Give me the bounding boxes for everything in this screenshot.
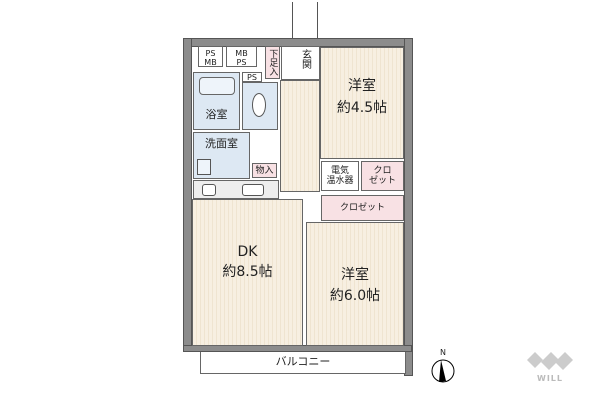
sink-icon bbox=[242, 184, 264, 196]
water-heater: 電気 温水器 bbox=[321, 161, 359, 191]
dk-name: DK bbox=[237, 244, 258, 260]
dk: DK 約8.5帖 bbox=[192, 199, 303, 346]
entrance-door bbox=[292, 2, 318, 38]
mb-ps-label: MB PS bbox=[235, 49, 248, 68]
shoe-closet-label: 下足入 bbox=[267, 49, 278, 76]
bathtub-icon bbox=[199, 77, 235, 95]
water-heater-label: 電気 温水器 bbox=[326, 166, 354, 187]
outer-wall-left bbox=[183, 38, 192, 350]
north-arrow-icon bbox=[431, 359, 455, 383]
closet-small-label: クロ ゼット bbox=[368, 166, 396, 187]
dk-size: 約8.5帖 bbox=[222, 264, 273, 280]
entrance-label: 玄関 bbox=[299, 49, 311, 69]
kitchen-counter bbox=[193, 180, 279, 199]
balcony-label: バルコニー bbox=[275, 355, 331, 368]
mb-ps: MB PS bbox=[226, 46, 257, 67]
closet: クロゼット bbox=[321, 195, 404, 221]
shoe-closet: 下足入 bbox=[265, 46, 280, 79]
hallway bbox=[280, 80, 320, 192]
outer-wall-bottom bbox=[183, 345, 412, 352]
western-room-2-size: 約6.0帖 bbox=[329, 288, 381, 304]
storage-label: 物入 bbox=[255, 166, 274, 176]
bath-label: 浴室 bbox=[205, 108, 228, 121]
balcony: バルコニー bbox=[200, 352, 406, 374]
will-logo-text: WILL bbox=[537, 374, 563, 383]
western-room-1-name: 洋室 bbox=[348, 78, 376, 94]
washroom-label: 洗面室 bbox=[205, 137, 238, 150]
compass-north-label: N bbox=[440, 348, 446, 357]
closet-small: クロ ゼット bbox=[361, 161, 404, 191]
washroom: 洗面室 bbox=[193, 132, 250, 179]
compass: N bbox=[430, 348, 456, 384]
will-logo: WILL bbox=[525, 348, 575, 388]
ps-small: PS bbox=[242, 72, 262, 82]
ps-mb-label: PS MB bbox=[204, 49, 217, 68]
washbasin-icon bbox=[197, 159, 211, 175]
ps-mb: PS MB bbox=[198, 46, 223, 67]
western-room-1-size: 約4.5帖 bbox=[336, 100, 388, 116]
storage: 物入 bbox=[252, 163, 277, 178]
western-room-2-name: 洋室 bbox=[341, 267, 369, 283]
ps-label: PS bbox=[247, 73, 257, 82]
stove-icon bbox=[202, 184, 216, 196]
outer-wall-right bbox=[404, 38, 413, 376]
bath: 浴室 bbox=[193, 72, 240, 130]
toilet-icon bbox=[252, 93, 266, 117]
entrance: 玄関 bbox=[281, 46, 320, 80]
western-room-1: 洋室 約4.5帖 bbox=[320, 47, 404, 159]
will-logo-icon bbox=[527, 352, 573, 370]
toilet bbox=[242, 82, 278, 130]
closet-label: クロゼット bbox=[339, 203, 385, 213]
western-room-2: 洋室 約6.0帖 bbox=[306, 222, 404, 346]
